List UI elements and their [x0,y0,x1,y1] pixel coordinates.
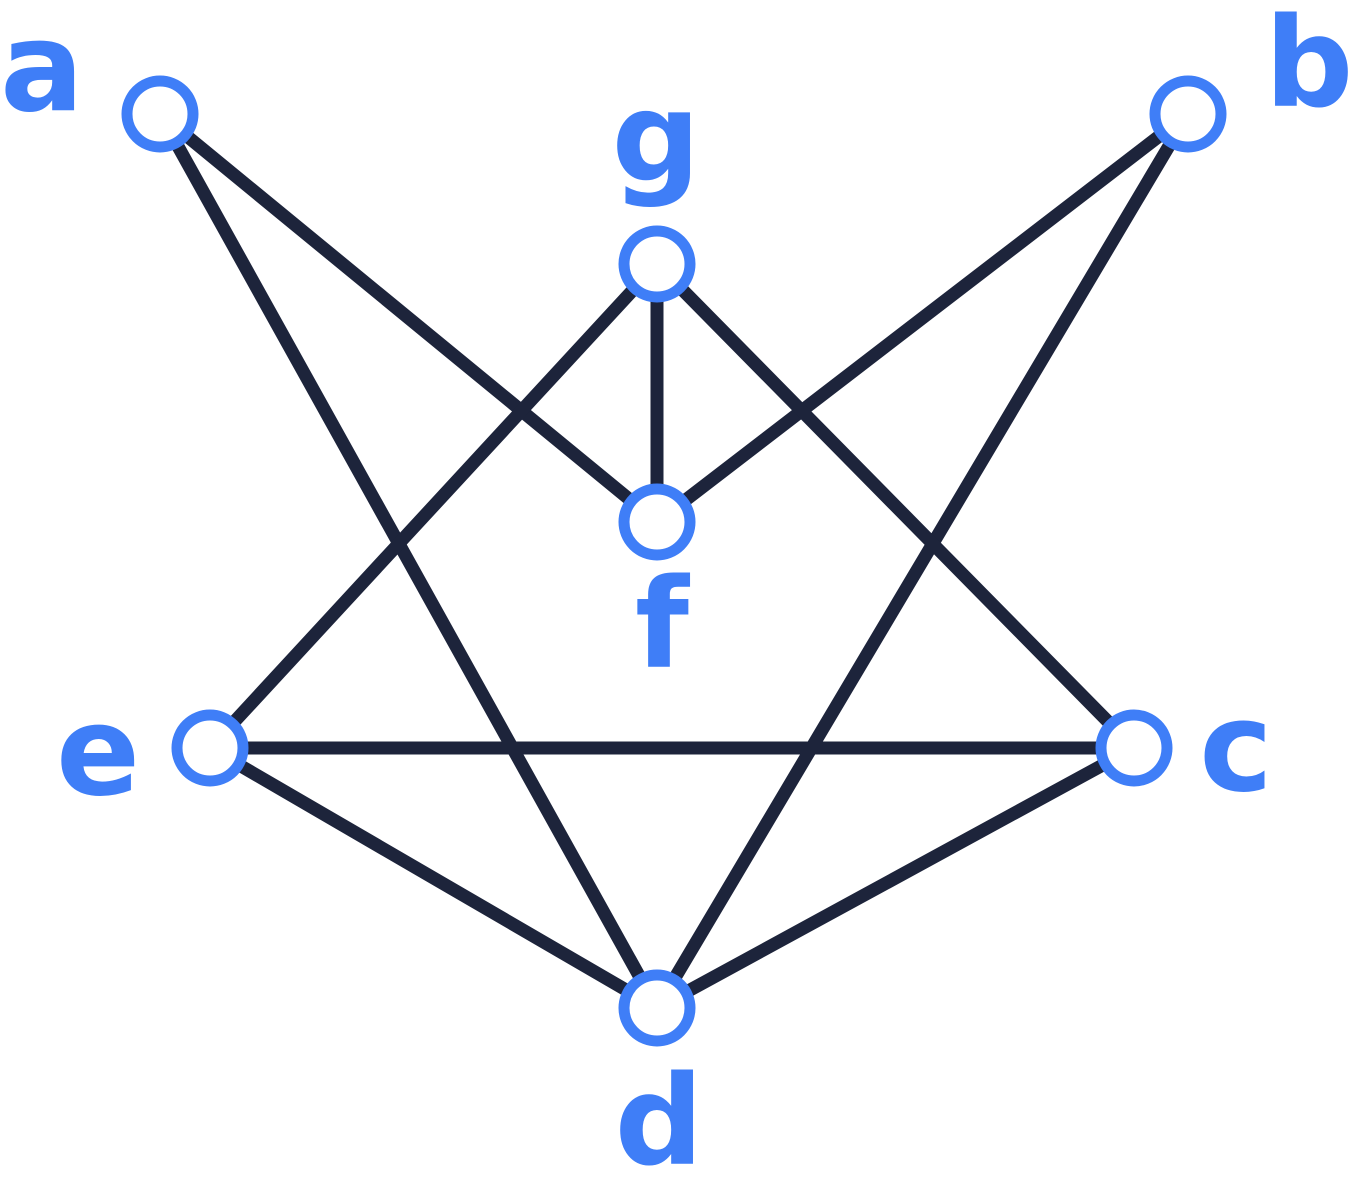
node-label-b: b [1265,0,1353,136]
nodes-layer [121,75,1227,1047]
node-label-e: e [56,680,140,824]
node-e [171,709,249,787]
edge-g-c [650,257,1141,755]
node-c [1095,709,1173,787]
edge-e-d [203,741,664,1015]
node-label-c: c [1199,676,1273,820]
node-d [618,969,696,1047]
node-label-a: a [0,0,84,140]
node-label-d: d [615,1050,704,1186]
node-f [618,483,696,561]
edge-g-e [203,257,664,755]
node-label-g: g [612,66,701,210]
edge-b-d [650,107,1195,1015]
node-label-f: f [635,553,691,697]
node-b [1149,75,1227,153]
edge-a-d [153,107,664,1015]
edges-layer [153,107,1195,1015]
edge-a-f [153,107,664,529]
edge-c-d [650,741,1141,1015]
node-a [121,75,199,153]
node-g [618,225,696,303]
edge-b-f [650,107,1195,529]
